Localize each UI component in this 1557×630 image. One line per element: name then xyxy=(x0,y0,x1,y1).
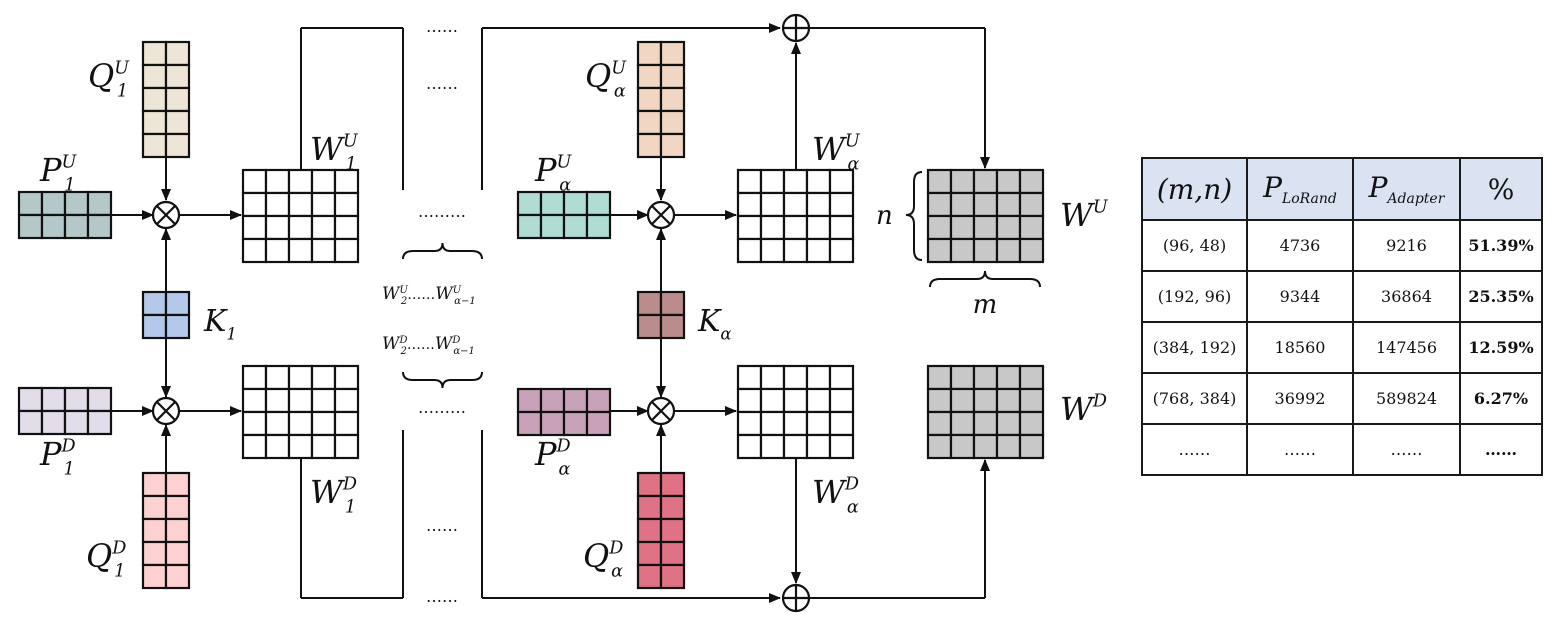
cell-p-adapter: 9216 xyxy=(1352,219,1461,272)
q1-up-matrix xyxy=(141,40,191,159)
dots-top-col: …… xyxy=(426,74,458,93)
dots-down-row: ……… xyxy=(418,398,466,417)
cell-p-adapter: 36864 xyxy=(1352,270,1461,323)
p1-down-matrix xyxy=(17,386,113,436)
cell-percent: 6.27% xyxy=(1459,372,1543,425)
output-w-down-matrix xyxy=(926,364,1045,460)
multiply-op-1-down xyxy=(151,396,181,426)
m-dimension-brace xyxy=(929,270,1041,288)
qa-up-matrix xyxy=(636,40,686,159)
label-dim-m: m xyxy=(973,290,998,320)
cell-p-lorand: 9344 xyxy=(1246,270,1354,323)
dots-bottom-col: …… xyxy=(426,516,458,535)
wa-down-matrix xyxy=(736,364,855,460)
add-op-down xyxy=(781,583,811,613)
cell-dims: (768, 384) xyxy=(1141,372,1248,425)
cell-dims: …… xyxy=(1141,423,1248,476)
cell-p-lorand: …… xyxy=(1246,423,1354,476)
cell-p-adapter: 147456 xyxy=(1352,321,1461,374)
multiply-op-1-up xyxy=(151,200,181,230)
middle-up-brace xyxy=(402,242,483,260)
cell-percent: 12.59% xyxy=(1459,321,1543,374)
multiply-op-alpha-up xyxy=(646,200,676,230)
table-header-row: (m,n) PLoRand PAdapter % xyxy=(1141,157,1543,221)
multiply-op-alpha-down xyxy=(646,396,676,426)
label-k1: K1 xyxy=(203,304,237,343)
label-dim-n: n xyxy=(876,201,893,231)
cell-percent: …… xyxy=(1459,423,1543,476)
middle-down-brace xyxy=(402,371,483,389)
cell-percent: 25.35% xyxy=(1459,270,1543,323)
w1-down-matrix xyxy=(241,364,360,460)
cell-p-adapter: …… xyxy=(1352,423,1461,476)
dots-top-bus: …… xyxy=(426,17,458,36)
header-dims: (m,n) xyxy=(1141,157,1248,221)
cell-p-lorand: 18560 xyxy=(1246,321,1354,374)
cell-p-adapter: 589824 xyxy=(1352,372,1461,425)
cell-dims: (192, 96) xyxy=(1141,270,1248,323)
w1-up-matrix xyxy=(241,168,360,264)
header-p-adapter: PAdapter xyxy=(1352,157,1461,221)
dots-bottom-bus: …… xyxy=(426,587,458,606)
header-percent: % xyxy=(1459,157,1543,221)
n-dimension-brace xyxy=(905,171,923,261)
label-output-w-down: WD xyxy=(1060,390,1107,428)
cell-dims: (384, 192) xyxy=(1141,321,1248,374)
table-row: …………………… xyxy=(1141,423,1543,476)
ka-matrix xyxy=(636,290,686,340)
dots-up-row: ……… xyxy=(418,202,466,221)
label-output-w-up: WU xyxy=(1060,196,1109,234)
cell-dims: (96, 48) xyxy=(1141,219,1248,272)
label-ka: Kα xyxy=(697,304,732,343)
qa-down-matrix xyxy=(636,471,686,590)
k1-matrix xyxy=(141,290,191,340)
wa-up-matrix xyxy=(736,168,855,264)
add-op-up xyxy=(781,13,811,43)
cell-p-lorand: 4736 xyxy=(1246,219,1354,272)
pa-up-matrix xyxy=(516,190,612,240)
header-p-lorand: PLoRand xyxy=(1246,157,1354,221)
q1-down-matrix xyxy=(141,471,191,590)
pa-down-matrix xyxy=(516,387,612,437)
output-w-up-matrix xyxy=(926,168,1045,264)
cell-p-lorand: 36992 xyxy=(1246,372,1354,425)
p1-up-matrix xyxy=(17,190,113,240)
cell-percent: 51.39% xyxy=(1459,219,1543,272)
